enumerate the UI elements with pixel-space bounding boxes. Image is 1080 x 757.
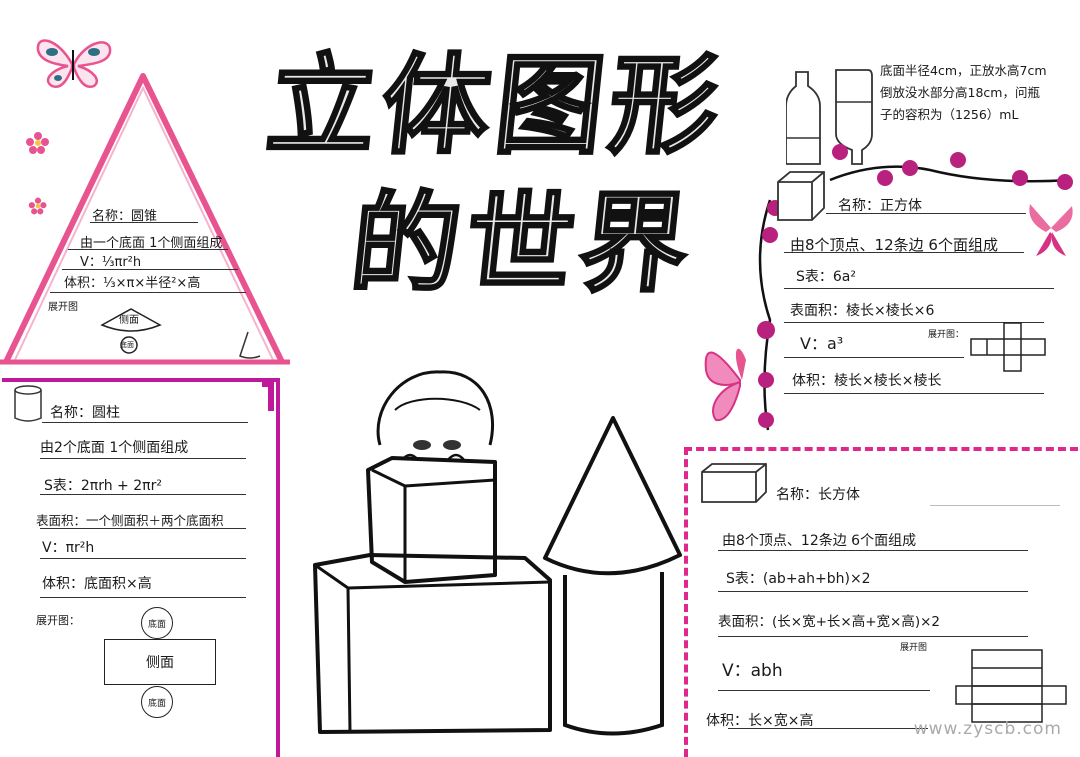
cone-volume-words: 体积：⅓×π×半径²×高	[64, 276, 201, 291]
cuboid-surface-formula: S表：(ab+ah+bh)×2	[726, 571, 871, 587]
cylinder-name: 名称：圆柱	[50, 405, 120, 421]
divider	[40, 558, 246, 559]
butterfly-icon	[36, 39, 112, 89]
cone-composition: 由一个底面 1个侧面组成	[80, 236, 223, 251]
cone-triangle-frame	[0, 73, 290, 365]
divider	[784, 357, 964, 358]
divider	[784, 393, 1044, 394]
cylinder-sketch	[14, 385, 42, 422]
cuboid-surface-words: 表面积：(长×宽+长×高+宽×高)×2	[718, 614, 940, 630]
cylinder-composition: 由2个底面 1个侧面组成	[40, 440, 189, 456]
cuboid-volume-formula: V：abh	[722, 661, 783, 681]
page-title-line1: 立体图形	[260, 42, 732, 171]
problem-line3: 子的容积为（1256）mL	[880, 107, 1019, 122]
cube-volume-words: 体积：棱长×棱长×棱长	[792, 373, 942, 389]
divider	[784, 252, 1024, 253]
cube-volume-formula: V：a³	[800, 334, 844, 353]
page-title-line2: 的世界	[344, 180, 702, 309]
cuboid-section-frame	[684, 447, 1078, 757]
cylinder-surface-words: 表面积：一个侧面积＋两个底面积	[36, 513, 224, 528]
divider	[68, 249, 228, 250]
problem-line1: 底面半径4cm，正放水高7cm	[880, 63, 1047, 78]
divider	[40, 458, 246, 459]
cone-net-diagram	[100, 308, 162, 354]
divider	[784, 288, 1054, 289]
cuboid-net-label: 展开图	[900, 643, 928, 653]
cone-net-base: 底面	[120, 341, 134, 349]
divider	[718, 636, 1028, 637]
butterfly-icon	[704, 348, 746, 422]
cube-net-diagram	[970, 322, 1046, 372]
cube-net-label: 展开图：	[928, 330, 965, 340]
cylinder-section-frame	[2, 378, 280, 757]
bottles-sketch	[786, 69, 873, 165]
small-cone-sketch	[239, 331, 261, 359]
divider	[718, 550, 1028, 551]
flower-icon	[26, 132, 49, 154]
geometric-solids-illustration	[313, 370, 682, 736]
cone-name: 名称：圆锥	[92, 209, 158, 224]
cylinder-net-bottom-circle: 底面	[141, 686, 173, 718]
divider	[728, 728, 928, 729]
cylinder-volume-words: 体积：底面积×高	[42, 576, 152, 592]
cuboid-volume-words: 体积：长×宽×高	[706, 713, 814, 729]
cone-net-label: 展开图	[48, 302, 78, 313]
cube-surface-words: 表面积：棱长×棱长×6	[790, 303, 935, 319]
cube-sketch	[777, 171, 825, 221]
cylinder-net-top-circle: 底面	[141, 607, 173, 639]
cube-composition: 由8个顶点、12条边 6个面组成	[790, 236, 998, 254]
divider	[40, 494, 246, 495]
magenta-corner-mark	[262, 381, 274, 411]
cone-net-side: 侧面	[119, 315, 139, 326]
divider	[40, 528, 246, 529]
cylinder-surface-formula: S表：2πrh + 2πr²	[44, 478, 162, 494]
cuboid-net-diagram	[955, 649, 1067, 723]
cuboid-sketch	[701, 463, 767, 503]
divider	[930, 505, 1060, 506]
cylinder-net-label: 展开图：	[36, 614, 80, 627]
cone-volume-formula: V：⅓πr²h	[80, 255, 142, 270]
flower-icon	[28, 197, 47, 215]
divider	[50, 292, 246, 293]
divider	[62, 269, 238, 270]
cube-name: 名称：正方体	[838, 198, 922, 214]
divider	[718, 690, 930, 691]
divider	[826, 213, 1026, 214]
divider	[718, 591, 1028, 592]
problem-line2: 倒放没水部分高18cm，问瓶	[880, 85, 1040, 100]
cuboid-name: 名称：长方体	[776, 487, 860, 503]
butterfly-icon	[1029, 204, 1073, 256]
cylinder-volume-formula: V：πr²h	[42, 540, 95, 556]
cube-surface-formula: S表：6a²	[796, 269, 856, 285]
cuboid-composition: 由8个顶点、12条边 6个面组成	[722, 533, 917, 549]
divider	[40, 597, 246, 598]
watermark: www.zyscb.com	[913, 719, 1062, 739]
rose-vine-decoration	[757, 144, 1073, 431]
cylinder-net-side-rect: 侧面	[104, 639, 216, 685]
divider	[784, 322, 1044, 323]
divider	[42, 422, 248, 423]
divider	[90, 222, 198, 223]
